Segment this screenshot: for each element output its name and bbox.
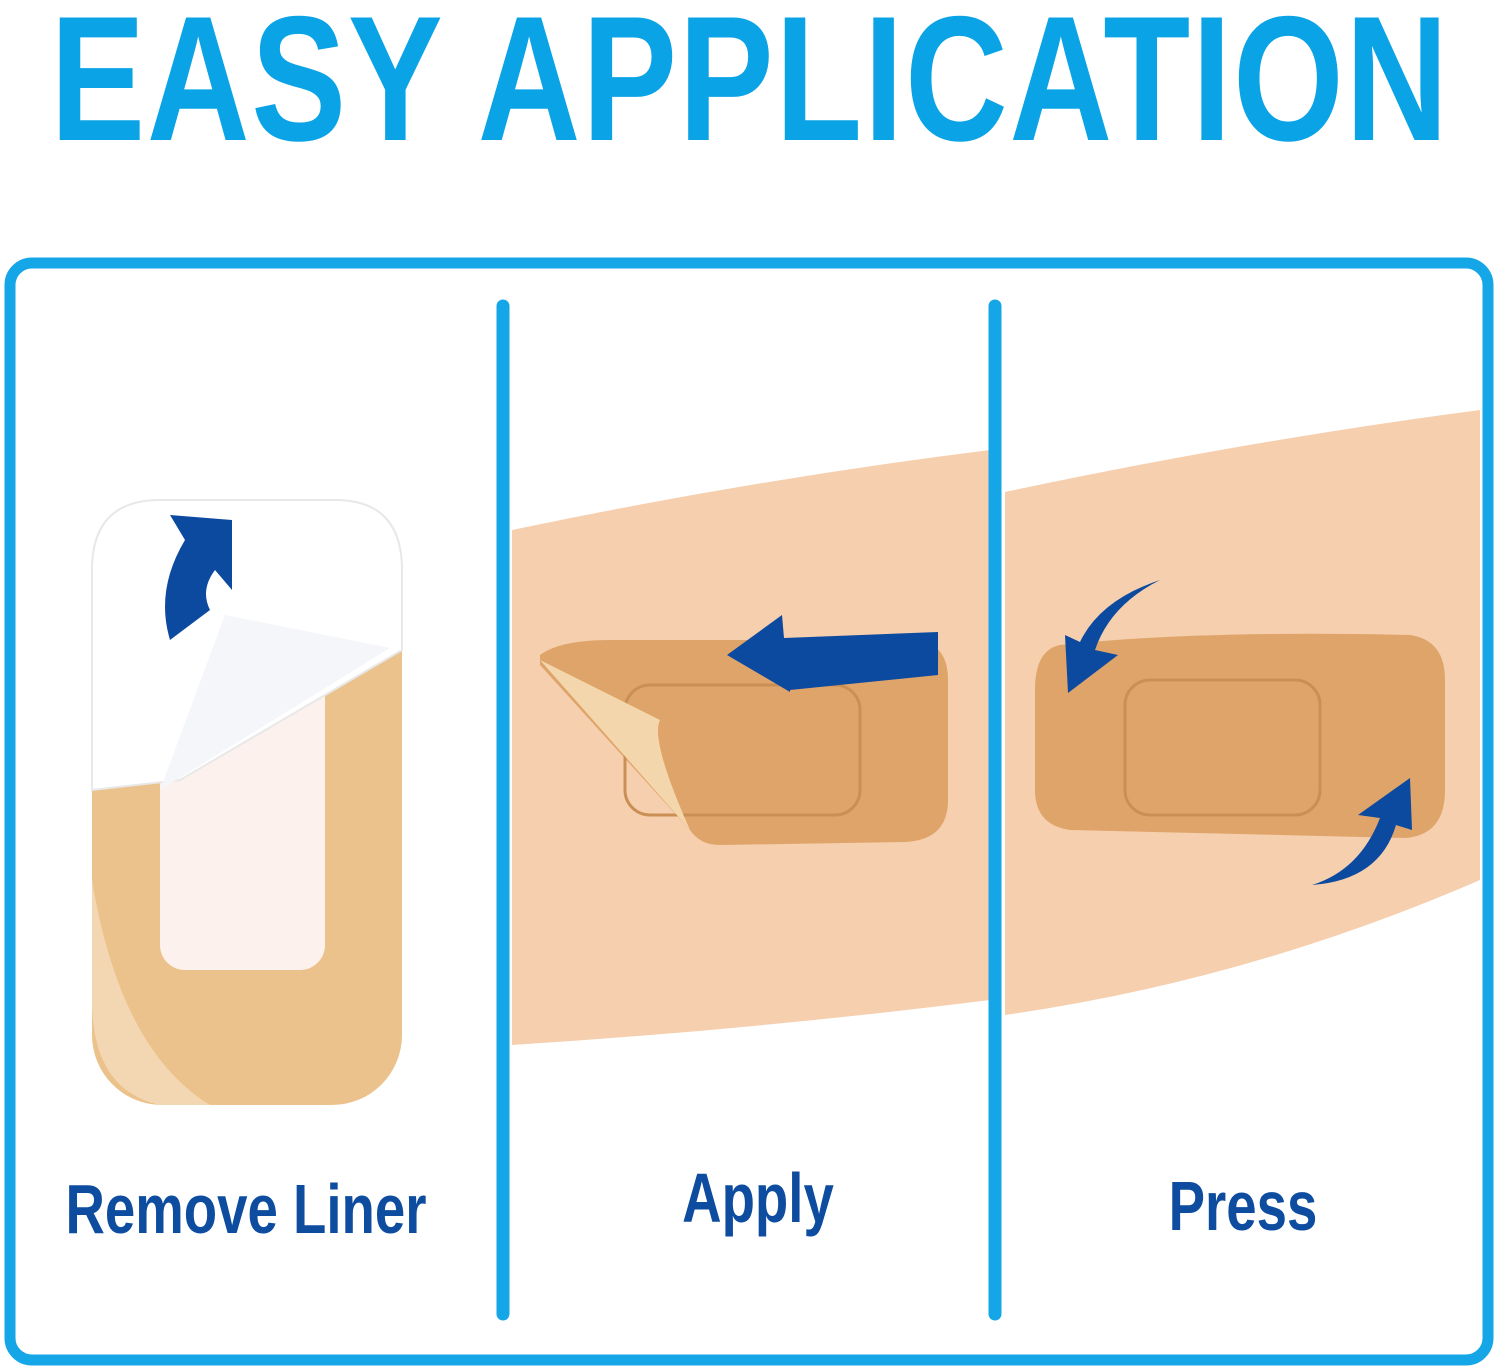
step-label-press: Press (1169, 1168, 1318, 1246)
press-arrow-icon-bottom (1312, 778, 1412, 885)
steps-frame (4, 257, 1494, 1366)
page-title: EASY APPLICATION (50, 0, 1450, 179)
step-label-remove-liner: Remove Liner (65, 1171, 426, 1249)
step-label-apply: Apply (682, 1160, 834, 1238)
bandage-with-liner-icon (91, 499, 403, 1105)
apply-arrow-icon (727, 615, 938, 692)
peel-arrow-icon (165, 515, 232, 640)
bandage-apply-icon (540, 615, 948, 845)
bandage-press-icon (1035, 580, 1445, 885)
press-arrow-icon-top (1065, 580, 1160, 693)
